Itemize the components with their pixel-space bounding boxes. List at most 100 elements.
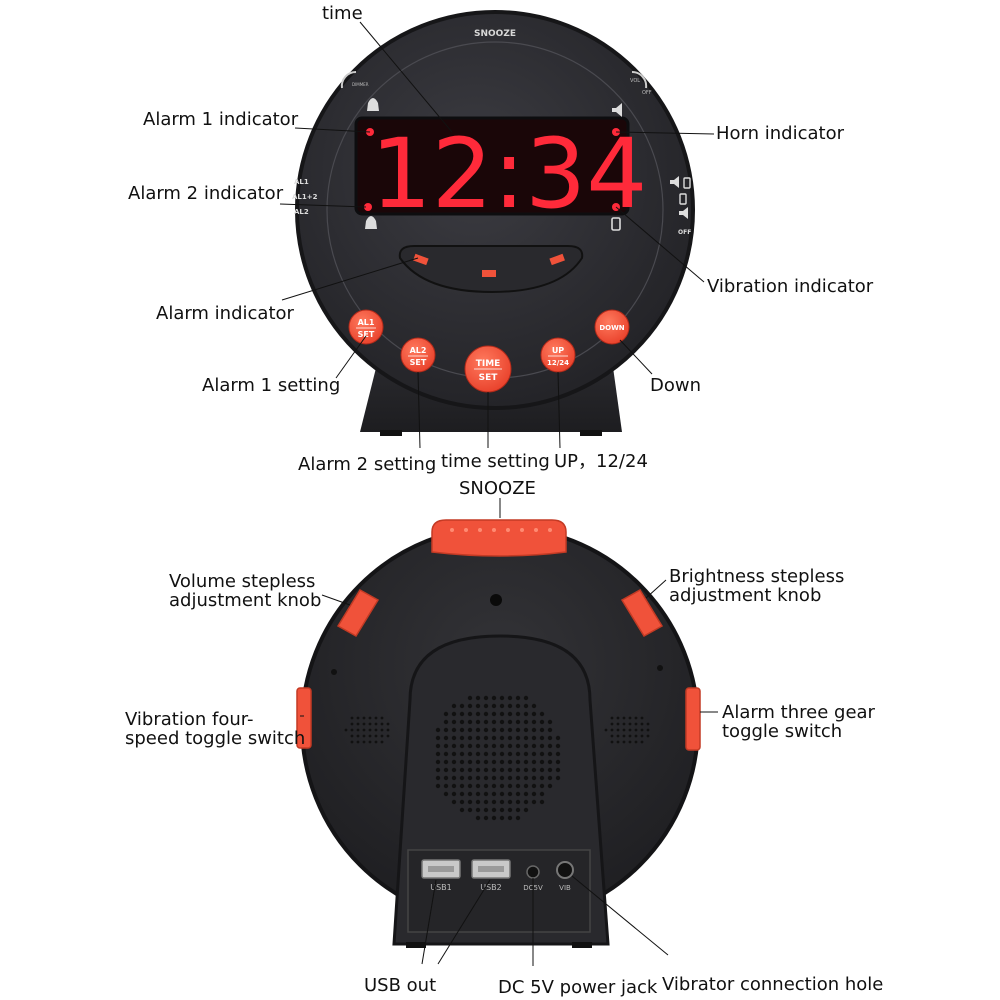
grille-hole	[499, 751, 505, 757]
grille-hole	[539, 735, 545, 741]
grille-hole	[491, 711, 497, 717]
grille-hole	[547, 759, 553, 765]
grille-hole	[610, 728, 614, 732]
grille-hole	[616, 728, 620, 732]
grille-hole	[499, 791, 505, 797]
grille-hole	[483, 799, 489, 805]
grille-hole	[515, 703, 521, 709]
grille-hole	[483, 807, 489, 813]
grille-hole	[515, 767, 521, 773]
grille-hole	[435, 735, 441, 741]
vib-label: VIB	[559, 884, 571, 892]
label-time-setting: time setting	[441, 451, 550, 472]
grille-hole	[362, 728, 366, 732]
grille-hole	[467, 791, 473, 797]
grille-hole	[483, 791, 489, 797]
alarm-indicator-led-left	[413, 253, 429, 266]
leader-time	[359, 21, 453, 133]
grille-hole	[443, 767, 449, 773]
callout-lines	[279, 21, 718, 966]
grille-hole	[634, 728, 638, 732]
grille-hole	[507, 743, 513, 749]
grille-hole	[475, 719, 481, 725]
grille-hole	[344, 728, 348, 732]
grille-hole	[507, 711, 513, 717]
leader-alarm2-indicator	[279, 203, 367, 208]
grille-hole	[499, 743, 505, 749]
grille-hole	[362, 740, 366, 744]
dc5v-jack[interactable]	[526, 865, 540, 879]
grille-hole	[451, 791, 457, 797]
grille-hole	[646, 722, 650, 726]
grille-hole	[443, 783, 449, 789]
grille-hole	[475, 791, 481, 797]
grille-hole	[523, 751, 529, 757]
front-view: SNOOZE DIMMER VOL OFF 12:34 AL1 AL1+2 AL…	[292, 10, 695, 436]
leader-volume-knob	[321, 594, 351, 606]
grille-hole	[368, 716, 372, 720]
stand-foot-left	[380, 430, 402, 436]
grille-hole	[531, 703, 537, 709]
grille-hole	[507, 759, 513, 765]
grille-hole	[523, 711, 529, 717]
grille-hole	[467, 783, 473, 789]
grille-hole	[356, 728, 360, 732]
grille-hole	[539, 711, 545, 717]
grille-hole	[368, 740, 372, 744]
grille-hole	[475, 759, 481, 765]
grille-hole	[443, 727, 449, 733]
vibrator-jack[interactable]	[556, 861, 574, 879]
alarm-indicator-led-center	[482, 270, 496, 277]
led-display	[354, 116, 630, 216]
grille-hole	[435, 751, 441, 757]
al1-set-button[interactable]: AL1 SET	[348, 309, 384, 345]
up-1224-button[interactable]: UP 12/24	[540, 337, 576, 373]
grille-hole	[467, 767, 473, 773]
grille-hole	[515, 759, 521, 765]
grille-hole	[610, 734, 614, 738]
stand-foot-right	[580, 430, 602, 436]
grille-hole	[362, 734, 366, 738]
leader-down	[619, 339, 653, 375]
leader-alarm2-setting	[417, 371, 421, 449]
grille-hole	[451, 719, 457, 725]
usb1-port-inner	[428, 866, 454, 872]
grille-hole	[368, 722, 372, 726]
grille-hole	[386, 722, 390, 726]
grille-hole	[475, 711, 481, 717]
svg-text:AL1: AL1	[358, 318, 375, 327]
grille-hole	[499, 711, 505, 717]
grille-hole	[443, 759, 449, 765]
grille-hole	[555, 759, 561, 765]
vibration-toggle-switch[interactable]	[296, 687, 312, 749]
snooze-bar[interactable]	[431, 519, 567, 557]
mode-label-al12: AL1+2	[292, 193, 318, 201]
grille-hole	[610, 722, 614, 726]
grille-hole	[499, 727, 505, 733]
grille-hole	[483, 767, 489, 773]
time-set-button[interactable]: TIME SET	[464, 345, 512, 393]
display-time: 12:34	[371, 118, 648, 230]
grille-hole	[634, 722, 638, 726]
grille-hole	[499, 807, 505, 813]
right-speaker-grille	[604, 716, 650, 744]
grille-hole	[640, 740, 644, 744]
grille-hole	[491, 807, 497, 813]
volume-knob[interactable]	[336, 588, 380, 638]
grille-hole	[483, 711, 489, 717]
brightness-knob[interactable]	[620, 588, 664, 638]
label-alarm1-setting: Alarm 1 setting	[202, 375, 341, 396]
grille-hole	[515, 815, 521, 821]
down-button[interactable]: DOWN	[594, 309, 630, 345]
grille-hole	[523, 727, 529, 733]
alarm-toggle-switch[interactable]	[685, 687, 701, 751]
grille-hole	[350, 734, 354, 738]
grille-hole	[515, 735, 521, 741]
grille-hole	[523, 799, 529, 805]
grille-hole	[515, 743, 521, 749]
label-down: Down	[650, 375, 702, 396]
grille-hole	[499, 767, 505, 773]
al2-set-button[interactable]: AL2 SET	[400, 337, 436, 373]
grille-hole	[443, 751, 449, 757]
grille-hole	[531, 711, 537, 717]
